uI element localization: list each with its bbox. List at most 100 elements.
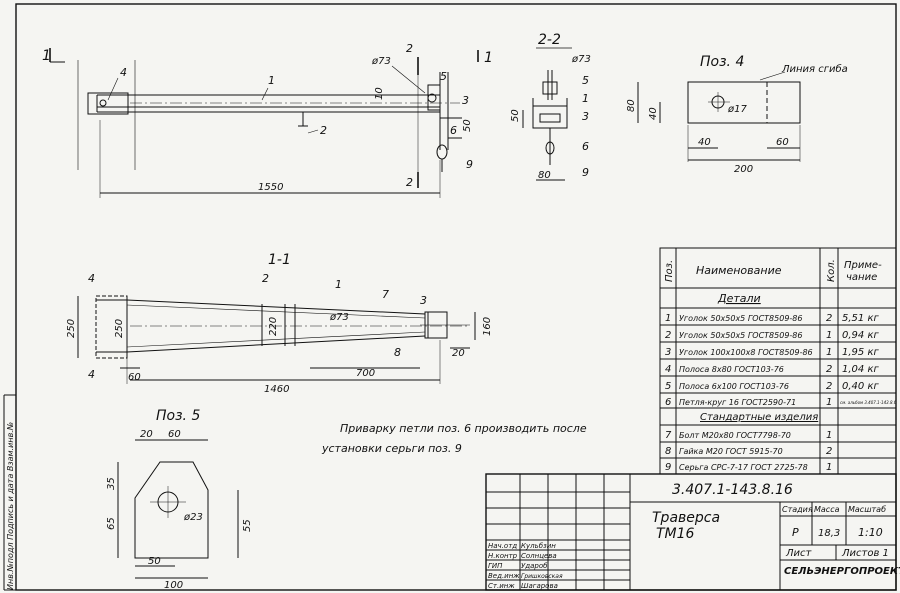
pos4-note: Линия сгиба (781, 63, 848, 75)
spec-row-5-name: Полоса 6х100 ГОСТ103-76 (679, 382, 789, 391)
plan-11-callout-8: 8 (394, 346, 401, 359)
spec-row-6-name: Петля-круг 16 ГОСТ2590-71 (679, 398, 796, 407)
sig-name-3: Удароб (521, 562, 548, 570)
spec-row-2-name: Уголок 50х50х5 ГОСТ8509-86 (679, 331, 802, 340)
org-name: СЕЛЬЭНЕРГОПРОЕКТ (784, 566, 900, 577)
pos4-dim-60: 60 (776, 137, 789, 148)
spec-row-9-pos: 9 (665, 462, 671, 473)
elevation-callout-5: 5 (440, 70, 447, 83)
section-22-dim-50: 50 (510, 109, 521, 122)
pos5-dim-65: 65 (106, 517, 117, 530)
spec-row-5-note: 0,40 кг (842, 381, 879, 392)
mass-label: Масса (814, 505, 840, 514)
mass-value: 18,3 (818, 528, 840, 539)
spec-header-qty: Кол. (826, 259, 837, 282)
elevation-callout-9: 9 (466, 158, 473, 171)
spec-row-2-qty: 1 (826, 330, 832, 341)
title-block: 3.407.1-143.8.16 Траверса ТМ16 Стадия Ма… (488, 482, 900, 590)
spec-section-details: Детали (717, 292, 761, 305)
spec-row-1-name: Уголок 50х50х5 ГОСТ8509-86 (679, 314, 802, 323)
plan-11-dim-250b: 250 (114, 319, 125, 338)
doc-number: 3.407.1-143.8.16 (672, 482, 793, 498)
plan-11-callout-2: 2 (262, 272, 269, 285)
section-22-callout-3: 3 (582, 110, 589, 123)
pos5-hole: ø23 (183, 512, 203, 523)
spec-row-1-note: 5,51 кг (842, 313, 879, 324)
side-stamp (3, 394, 16, 591)
side-stamp-text: Инв.№подл Подпись и дата Взам.инв.№ (6, 422, 15, 590)
spec-row-4-note: 1,04 кг (842, 364, 879, 375)
pos4-dim-40h: 40 (698, 137, 711, 148)
spec-header-note-2: чание (846, 272, 877, 283)
pos5-title: Поз. 5 (156, 408, 200, 424)
spec-row-9-name: Серьга СРС-7-17 ГОСТ 2725-78 (679, 463, 808, 472)
title-block-grid (485, 473, 897, 591)
plan-11-callout-7: 7 (382, 288, 389, 301)
spec-row-3-pos: 3 (665, 347, 671, 358)
spec-table: Поз. Наименование Кол. Приме- чание Дета… (664, 259, 897, 473)
sig-role-4: Вед.инж (488, 572, 520, 580)
plan-11-dim-1460: 1460 (264, 384, 289, 395)
section-22-hole: ø73 (571, 54, 591, 65)
plan-11-title: 1-1 (268, 252, 291, 268)
stage-value: Р (792, 526, 799, 539)
plan-11-dim-700: 700 (356, 368, 375, 379)
elevation-callout-3: 3 (462, 94, 469, 107)
plan-11-dim-60: 60 (128, 372, 141, 383)
note-line-1: Приварку петли поз. 6 производить после (340, 422, 587, 435)
elevation-section-mark: 1 (42, 48, 51, 64)
spec-row-4-qty: 2 (826, 364, 832, 375)
stage-label: Стадия (782, 505, 813, 514)
pos5-dim-55: 55 (242, 519, 253, 532)
spec-row-5-pos: 5 (665, 381, 671, 392)
sig-name-5: Шагарова (521, 582, 558, 590)
spec-row-7-name: Болт М20х80 ГОСТ7798-70 (679, 431, 791, 440)
section-22-callout-6: 6 (582, 140, 589, 153)
spec-table-grid (659, 247, 897, 475)
spec-row-7-pos: 7 (665, 430, 672, 441)
spec-row-8-name: Гайка М20 ГОСТ 5915-70 (679, 447, 783, 456)
spec-row-6-qty: 1 (826, 397, 832, 408)
elevation-dim-length: 1550 (258, 182, 283, 193)
pos5-dim-35: 35 (106, 477, 117, 490)
plan-11-callout-4-bottom: 4 (88, 368, 95, 381)
section-22-callout-5: 5 (582, 74, 589, 87)
pos4-dim-40v: 40 (648, 107, 659, 120)
elevation-section-mark-right: 1 (484, 50, 493, 66)
sig-role-1: Нач.отд (488, 542, 517, 550)
spec-row-2-note: 0,94 кг (842, 330, 879, 341)
spec-row-1-qty: 2 (826, 313, 832, 324)
pos4-title: Поз. 4 (700, 54, 744, 70)
elevation-cut-mark-top: 2 (406, 42, 413, 55)
section-22-title: 2-2 (538, 32, 561, 48)
product-name-1: Траверса (652, 510, 720, 526)
scale-label: Масштаб (848, 505, 886, 514)
plan-11-dim-250a: 250 (66, 319, 77, 338)
spec-section-standard: Стандартные изделия (700, 412, 818, 423)
section-22-dim-80: 80 (538, 170, 551, 181)
spec-row-2-pos: 2 (665, 330, 671, 341)
spec-row-8-pos: 8 (665, 446, 671, 457)
elevation-dim-50: 50 (462, 119, 473, 132)
pos4-dim-80: 80 (626, 99, 637, 112)
sheet-label: Лист (785, 548, 813, 559)
section-22-callout-1: 1 (582, 92, 589, 105)
plan-11-callout-1: 1 (335, 278, 342, 291)
spec-row-7-qty: 1 (826, 430, 832, 441)
plan-11-callout-3: 3 (420, 294, 427, 307)
spec-row-1-pos: 1 (665, 313, 671, 324)
plan-11-dim-20: 20 (452, 348, 465, 359)
spec-row-4-pos: 4 (665, 364, 671, 375)
sig-role-2: Н.контр (488, 552, 518, 560)
product-name-2: ТМ16 (656, 526, 695, 542)
spec-row-3-qty: 1 (826, 347, 832, 358)
spec-row-9-qty: 1 (826, 462, 832, 473)
scale-value: 1:10 (858, 526, 883, 539)
plan-11-callout-4-top: 4 (88, 272, 95, 285)
section-2-2-view (522, 47, 572, 181)
elevation-callout-2: 2 (320, 124, 327, 137)
elevation-cut-mark-bottom: 2 (406, 176, 413, 189)
elevation-hole-label: ø73 (371, 56, 391, 67)
plan-11-dim-160: 160 (482, 317, 493, 336)
